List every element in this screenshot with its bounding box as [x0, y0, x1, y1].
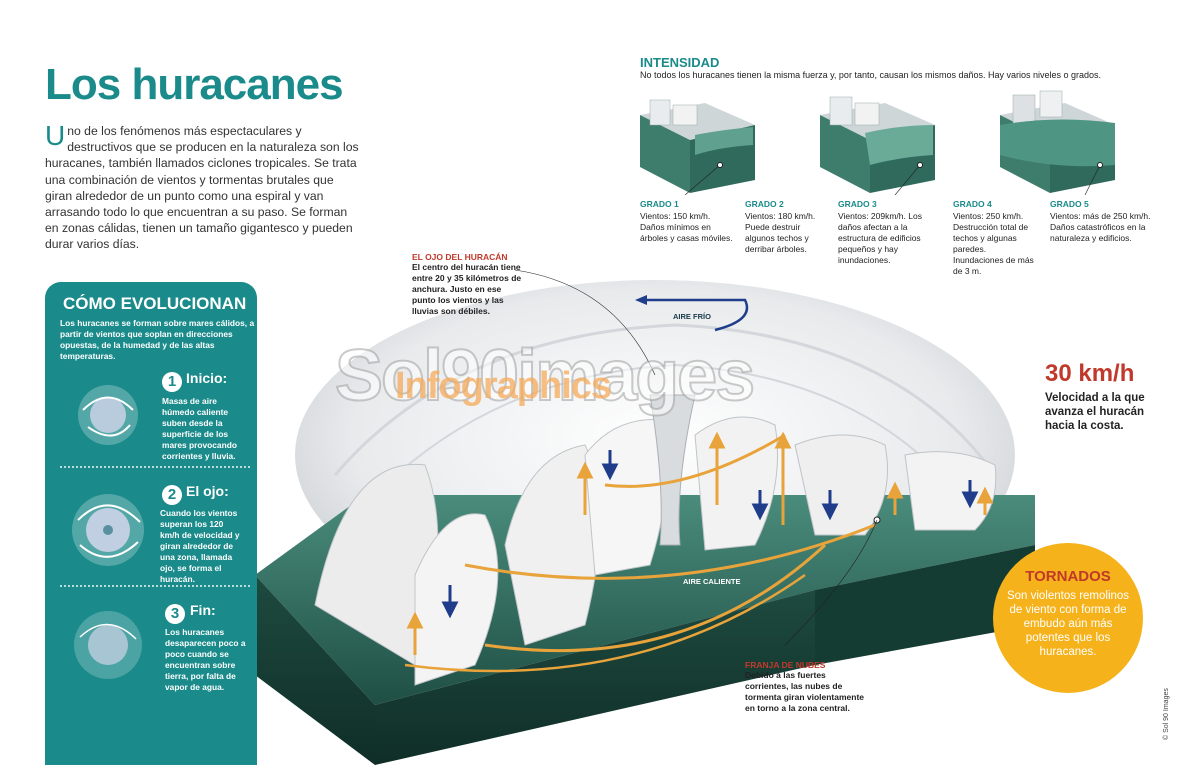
swirl-stage-3-icon — [74, 611, 142, 679]
hurricane-illustration — [255, 269, 1035, 765]
tornado-text: Son violentos remolinos de viento con fo… — [1006, 590, 1130, 658]
watermark-main: Sol90images — [334, 335, 756, 417]
step-1-text: Masas de aire húmedo caliente suben desd… — [162, 396, 237, 461]
grade-4-label: GRADO 4 — [953, 199, 992, 209]
eye-heading: EL OJO DEL HURACÁN — [412, 252, 508, 262]
step-3-text: Los huracanes desaparecen poco a poco cu… — [165, 627, 246, 692]
swirl-stage-2-icon — [72, 494, 144, 566]
watermark-sub: Infographics — [395, 365, 612, 407]
intensity-illustrations — [640, 90, 1115, 195]
sea-side-right — [815, 545, 1035, 665]
evolution-title: CÓMO EVOLUCIONAN — [63, 294, 247, 313]
eye-text: El centro del huracán tiene entre 20 y 3… — [412, 262, 522, 316]
grade-1: GRADO 1 Vientos: 150 km/h. Daños mínimos… — [640, 199, 735, 244]
step-2-number: 2 — [162, 485, 182, 505]
speed-value: 30 km/h — [1045, 360, 1135, 387]
grade-4-text: Vientos: 250 km/h. Destrucción total de … — [953, 211, 1034, 276]
cloud-band-text: Debido a las fuertes corrientes, las nub… — [745, 670, 865, 713]
grade-1-text: Vientos: 150 km/h. Daños mínimos en árbo… — [640, 211, 733, 243]
cloud-band-heading: FRANJA DE NUBES — [745, 660, 826, 670]
page-title: Los huracanes — [45, 60, 344, 109]
tornado-heading: TORNADOS — [1025, 568, 1111, 585]
grade-1-label: GRADO 1 — [640, 199, 679, 209]
evolution-swirls — [72, 385, 144, 679]
step-1-number: 1 — [162, 372, 182, 392]
cloud-band-callout: FRANJA DE NUBES Debido a las fuertes cor… — [745, 660, 865, 714]
intro-text: no de los fenómenos más espectaculares y… — [45, 124, 359, 252]
sea-side-front — [375, 590, 815, 765]
intensity-title: INTENSIDAD — [640, 55, 720, 70]
step-2-heading: El ojo: — [186, 483, 229, 499]
grade-4: GRADO 4 Vientos: 250 km/h. Destrucción t… — [953, 199, 1038, 277]
grade-1-illustration — [640, 99, 755, 193]
grade-3-illustration — [820, 96, 935, 193]
grade-3: GRADO 3 Vientos: 209km/h. Los daños afec… — [838, 199, 933, 266]
step-3-heading: Fin: — [190, 602, 216, 618]
grade-3-text: Vientos: 209km/h. Los daños afectan a la… — [838, 211, 922, 265]
intensity-subtitle: No todos los huracanes tienen la misma f… — [640, 70, 1102, 80]
grade-5: GRADO 5 Vientos: más de 250 km/h. Daños … — [1050, 199, 1165, 244]
swirl-stage-1-icon — [78, 385, 138, 445]
evolution-desc: Los huracanes se forman sobre mares cáli… — [60, 318, 255, 361]
grade-5-illustration — [1000, 90, 1115, 193]
divider — [60, 466, 250, 468]
grade-5-text: Vientos: más de 250 km/h. Daños catastró… — [1050, 211, 1151, 243]
warm-air-label: AIRE CALIENTE — [683, 577, 741, 586]
drop-cap: U — [45, 120, 66, 151]
evolution-panel — [45, 282, 257, 765]
step-3-number: 3 — [165, 604, 185, 624]
grade-5-label: GRADO 5 — [1050, 199, 1089, 209]
image-credit: © Sol 90 Images — [1163, 688, 1170, 740]
eye-callout: EL OJO DEL HURACÁN El centro del huracán… — [412, 252, 527, 317]
step-1-heading: Inicio: — [186, 370, 228, 386]
grade-2: GRADO 2 Vientos: 180 km/h. Puede destrui… — [745, 199, 830, 255]
hurricane-eye — [649, 394, 696, 546]
grade-2-text: Vientos: 180 km/h. Puede destruir alguno… — [745, 211, 816, 254]
step-2-text: Cuando los vientos superan los 120 km/h … — [160, 508, 240, 584]
tornado-badge — [993, 543, 1143, 693]
speed-text: Velocidad a la que avanza el huracán hac… — [1045, 392, 1145, 432]
grade-2-label: GRADO 2 — [745, 199, 784, 209]
divider — [60, 585, 250, 587]
grade-3-label: GRADO 3 — [838, 199, 877, 209]
sea-side-left — [255, 575, 375, 765]
cold-air-label: AIRE FRÍO — [673, 312, 711, 321]
